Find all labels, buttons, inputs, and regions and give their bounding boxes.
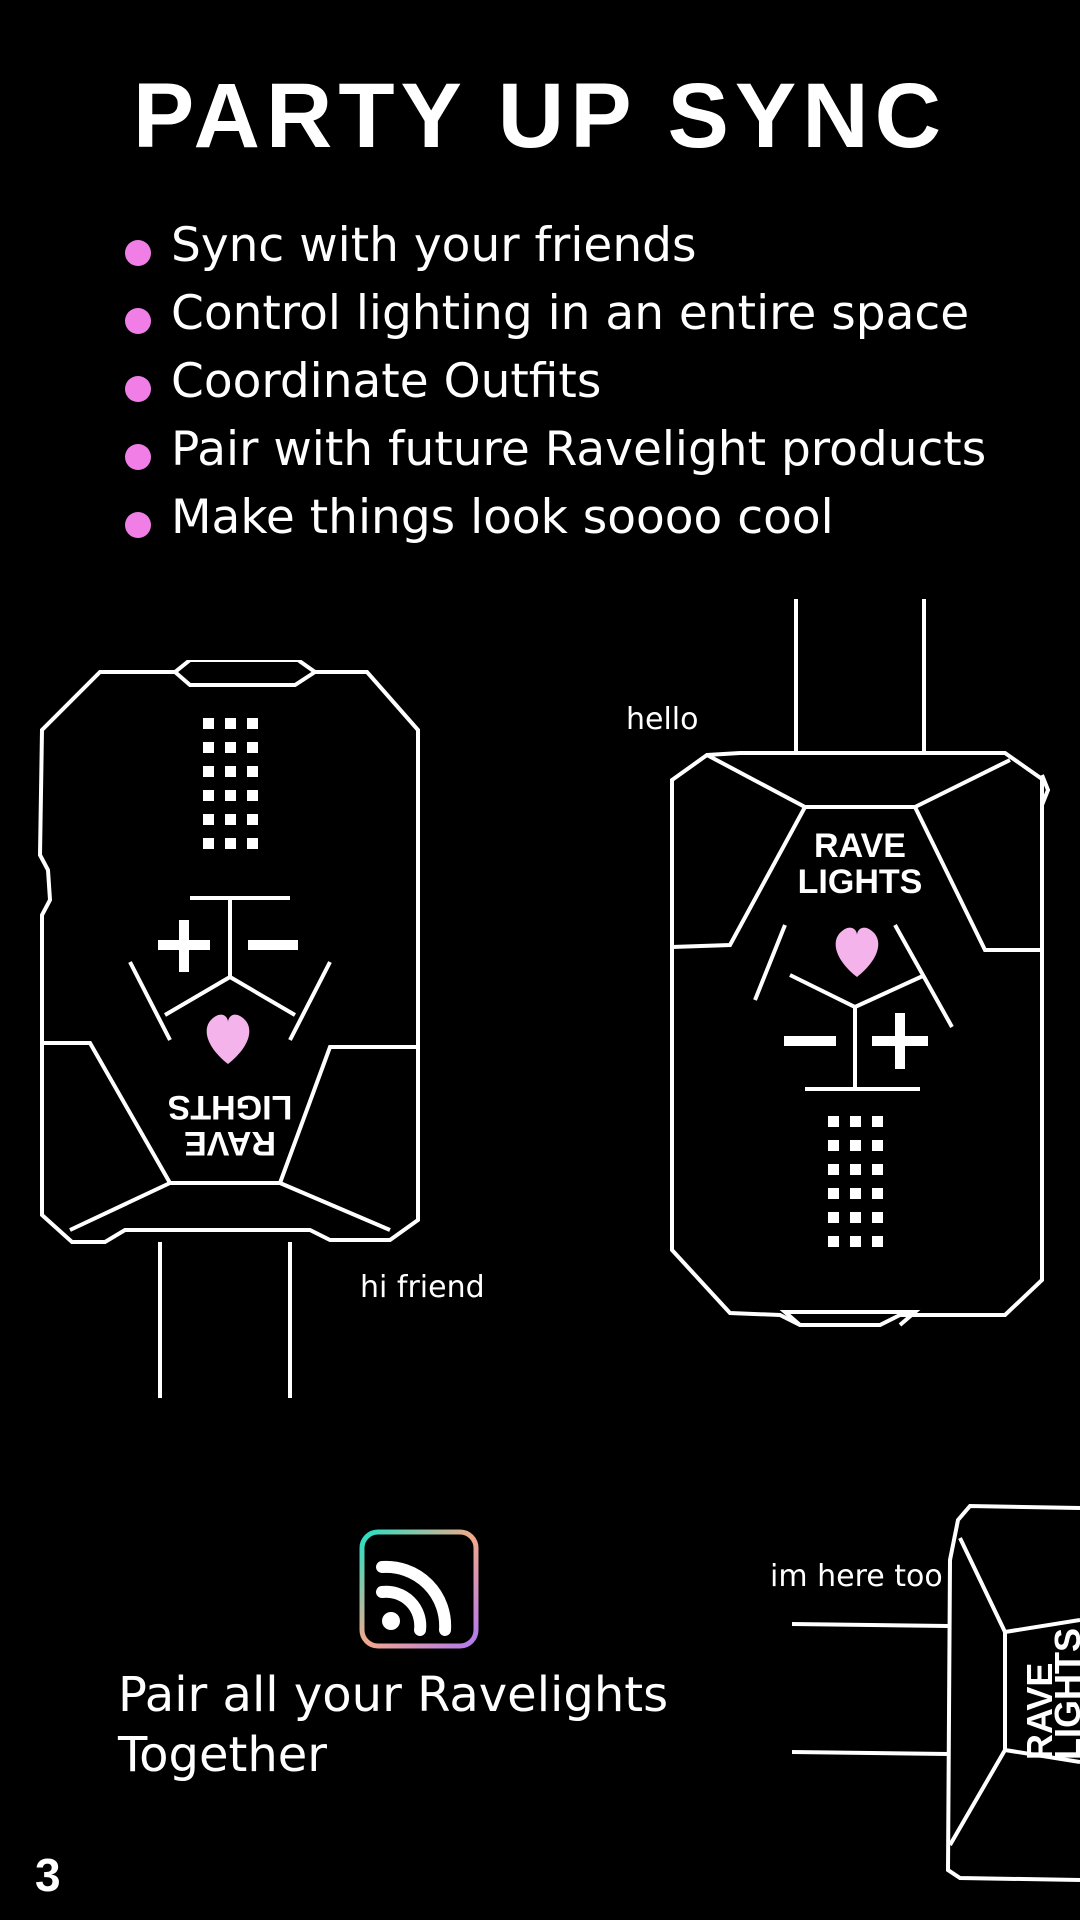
note-hi-friend: hi friend bbox=[360, 1270, 485, 1305]
device-bottom-right: RAVE LIGHTS bbox=[790, 1500, 1080, 1890]
svg-text:RAVE: RAVE bbox=[814, 827, 906, 865]
bullet-dot bbox=[125, 376, 151, 402]
feature-item: Make things look soooo cool bbox=[125, 494, 986, 562]
bullet-dot bbox=[125, 444, 151, 470]
pair-caption: Pair all your Ravelights Together bbox=[118, 1667, 669, 1783]
feature-item: Control lighting in an entire space bbox=[125, 290, 986, 358]
feature-item: Coordinate Outfits bbox=[125, 358, 986, 426]
device-right: RAVE LIGHTS bbox=[660, 595, 1060, 1335]
svg-text:LIGHTS: LIGHTS bbox=[168, 1088, 293, 1126]
bullet-dot bbox=[125, 512, 151, 538]
page-title: PARTY UP SYNC bbox=[132, 65, 948, 167]
feature-list: Sync with your friends Control lighting … bbox=[125, 222, 986, 562]
svg-text:RAVE: RAVE bbox=[1019, 1663, 1060, 1760]
note-hello: hello bbox=[626, 702, 699, 737]
page-number: 3 bbox=[35, 1849, 61, 1901]
feature-item: Pair with future Ravelight products bbox=[125, 426, 986, 494]
note-im-here-too: im here too bbox=[770, 1559, 943, 1594]
device-left: RAVE LIGHTS bbox=[30, 660, 430, 1400]
bullet-dot bbox=[125, 308, 151, 334]
feature-item: Sync with your friends bbox=[125, 222, 986, 290]
svg-text:LIGHTS: LIGHTS bbox=[798, 863, 923, 901]
svg-text:RAVE: RAVE bbox=[184, 1124, 276, 1162]
svg-text:LIGHTS: LIGHTS bbox=[1047, 1628, 1080, 1760]
bullet-dot bbox=[125, 240, 151, 266]
wireless-signal-icon[interactable] bbox=[359, 1529, 479, 1649]
